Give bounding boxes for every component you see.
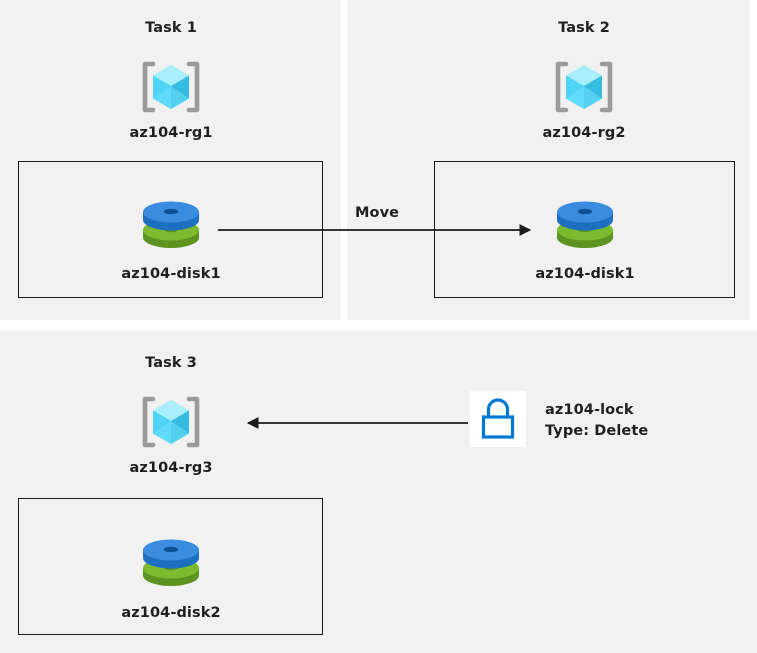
lock-name: az104-lock	[545, 402, 634, 418]
task1-disk-label: az104-disk1	[121, 266, 221, 282]
managed-disk-icon	[549, 197, 621, 253]
panel-task2	[347, 0, 750, 320]
managed-disk-icon	[135, 197, 207, 253]
panel-task3	[0, 330, 757, 653]
task3-title: Task 3	[145, 355, 197, 371]
task2-title: Task 2	[558, 20, 610, 36]
panel-task1	[0, 0, 341, 320]
task2-resource-group-label: az104-rg2	[542, 125, 626, 141]
resource-group-icon	[139, 390, 203, 454]
resource-group-icon	[552, 55, 616, 119]
lock-icon	[470, 391, 526, 447]
managed-disk-icon	[135, 535, 207, 591]
resource-group-icon	[139, 55, 203, 119]
task1-title: Task 1	[145, 20, 197, 36]
task1-resource-group-label: az104-rg1	[129, 125, 213, 141]
task3-disk-label: az104-disk2	[121, 605, 221, 621]
move-arrow-label: Move	[355, 205, 400, 221]
lock-name-label: az104-lock Type: Delete	[545, 400, 648, 442]
task3-resource-box	[18, 498, 323, 635]
task3-resource-group-label: az104-rg3	[129, 460, 213, 476]
task2-disk-label: az104-disk1	[535, 266, 635, 282]
lock-type: Type: Delete	[545, 423, 649, 439]
